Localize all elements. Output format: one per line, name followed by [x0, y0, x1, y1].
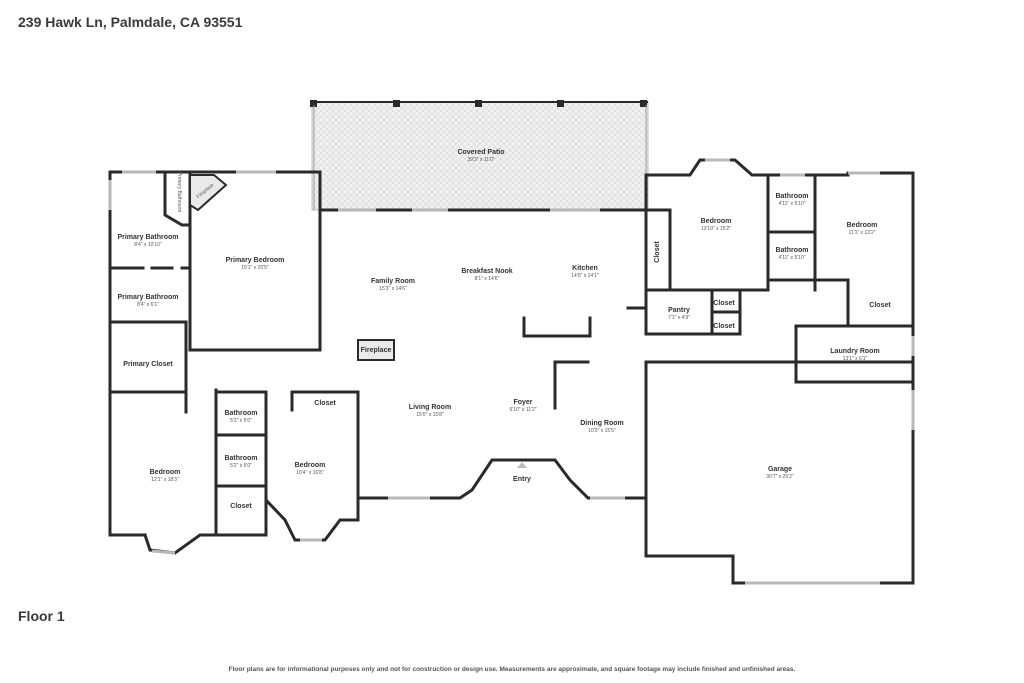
room-name: Kitchen: [572, 265, 598, 272]
room-name: Primary Bathroom: [117, 294, 178, 301]
room-name: Family Room: [371, 278, 415, 285]
room-name: Covered Patio: [457, 149, 504, 156]
room-dims: 8'4" x 10'10": [134, 242, 162, 248]
room-name: Primary Bathroom: [117, 234, 178, 241]
room-name: Primary Closet: [123, 361, 173, 368]
room-name: Bedroom: [295, 462, 326, 469]
entry-arrow-icon: [517, 462, 527, 468]
room-name: Dining Room: [580, 420, 624, 427]
room-dims: 15'1" x 20'5": [241, 265, 269, 271]
room-name: Foyer: [513, 399, 532, 406]
room-name: Primary Bathroom: [176, 172, 182, 212]
room-dims: 14'0" x 14'1": [571, 273, 599, 279]
room-name: Bedroom: [150, 469, 181, 476]
room-name: Garage: [768, 466, 792, 473]
room-dims: 10'4" x 16'8": [296, 470, 324, 476]
patio-post: [640, 100, 647, 107]
closet-label: Closet: [314, 400, 336, 407]
room-dims: 10'3" x 15'5": [588, 428, 616, 434]
room-name: Bathroom: [775, 247, 808, 254]
room-dims: 11'1" x 13'2": [848, 230, 875, 236]
room-dims: 5'2" x 5'0": [230, 418, 252, 424]
exterior-walls: [108, 158, 915, 585]
fireplace: [357, 339, 395, 361]
room-dims: 8'4" x 6'1": [137, 302, 159, 308]
closet-label: Closet: [713, 323, 735, 330]
patio-post: [557, 100, 564, 107]
room-dims: 13'1" x 6'1": [843, 356, 868, 362]
interior-walls: [108, 170, 915, 537]
room-name: Laundry Room: [830, 348, 879, 355]
room-dims: 12'1" x 18'3": [151, 477, 179, 483]
property-address: 239 Hawk Ln, Palmdale, CA 93551: [18, 14, 243, 30]
room-name: Bedroom: [847, 222, 878, 229]
room-dims: 5'2" x 5'0": [230, 463, 252, 469]
floor-label: Floor 1: [18, 608, 65, 624]
windows: [108, 158, 915, 585]
patio-post: [475, 100, 482, 107]
room-name: Breakfast Nook: [461, 268, 512, 275]
room-labels: Covered Patio 39'3" x 11'0" Primary Bath…: [117, 149, 891, 510]
closet-label: Closet: [713, 300, 735, 307]
room-dims: 6'10" x 11'2": [509, 407, 536, 413]
disclaimer: Floor plans are for informational purpos…: [228, 666, 796, 673]
room-name: Bedroom: [701, 218, 732, 225]
room-dims: 39'3" x 11'0": [467, 157, 494, 163]
closet-label: Closet: [654, 241, 661, 263]
closet-label: Closet: [869, 302, 891, 309]
room-name: Bathroom: [224, 455, 257, 462]
room-dims: 7'1" x 4'9": [668, 315, 690, 321]
entry-label: Entry: [513, 476, 531, 483]
primary-fireplace: [189, 174, 228, 212]
covered-patio-area: [311, 101, 649, 211]
room-dims: 4'11" x 5'10": [778, 255, 805, 261]
room-dims: 15'0" x 15'8": [416, 412, 444, 418]
room-name: Primary Bedroom: [226, 257, 285, 264]
closet-label: Closet: [230, 503, 252, 510]
patio-post: [393, 100, 400, 107]
room-dims: 4'11" x 5'10": [778, 201, 805, 207]
room-dims: 13'10" x 15'2": [701, 226, 731, 232]
patio-post: [310, 100, 317, 107]
room-dims: 8'1" x 14'6": [475, 276, 500, 282]
room-dims: 30'7" x 25'2": [766, 474, 794, 480]
room-name: Living Room: [409, 404, 451, 411]
room-name: Bathroom: [224, 410, 257, 417]
room-name: Bathroom: [775, 193, 808, 200]
fireplace-label: Fireplace: [361, 347, 392, 354]
room-name: Pantry: [668, 307, 690, 314]
room-dims: 15'3" x 14'6": [379, 286, 407, 292]
